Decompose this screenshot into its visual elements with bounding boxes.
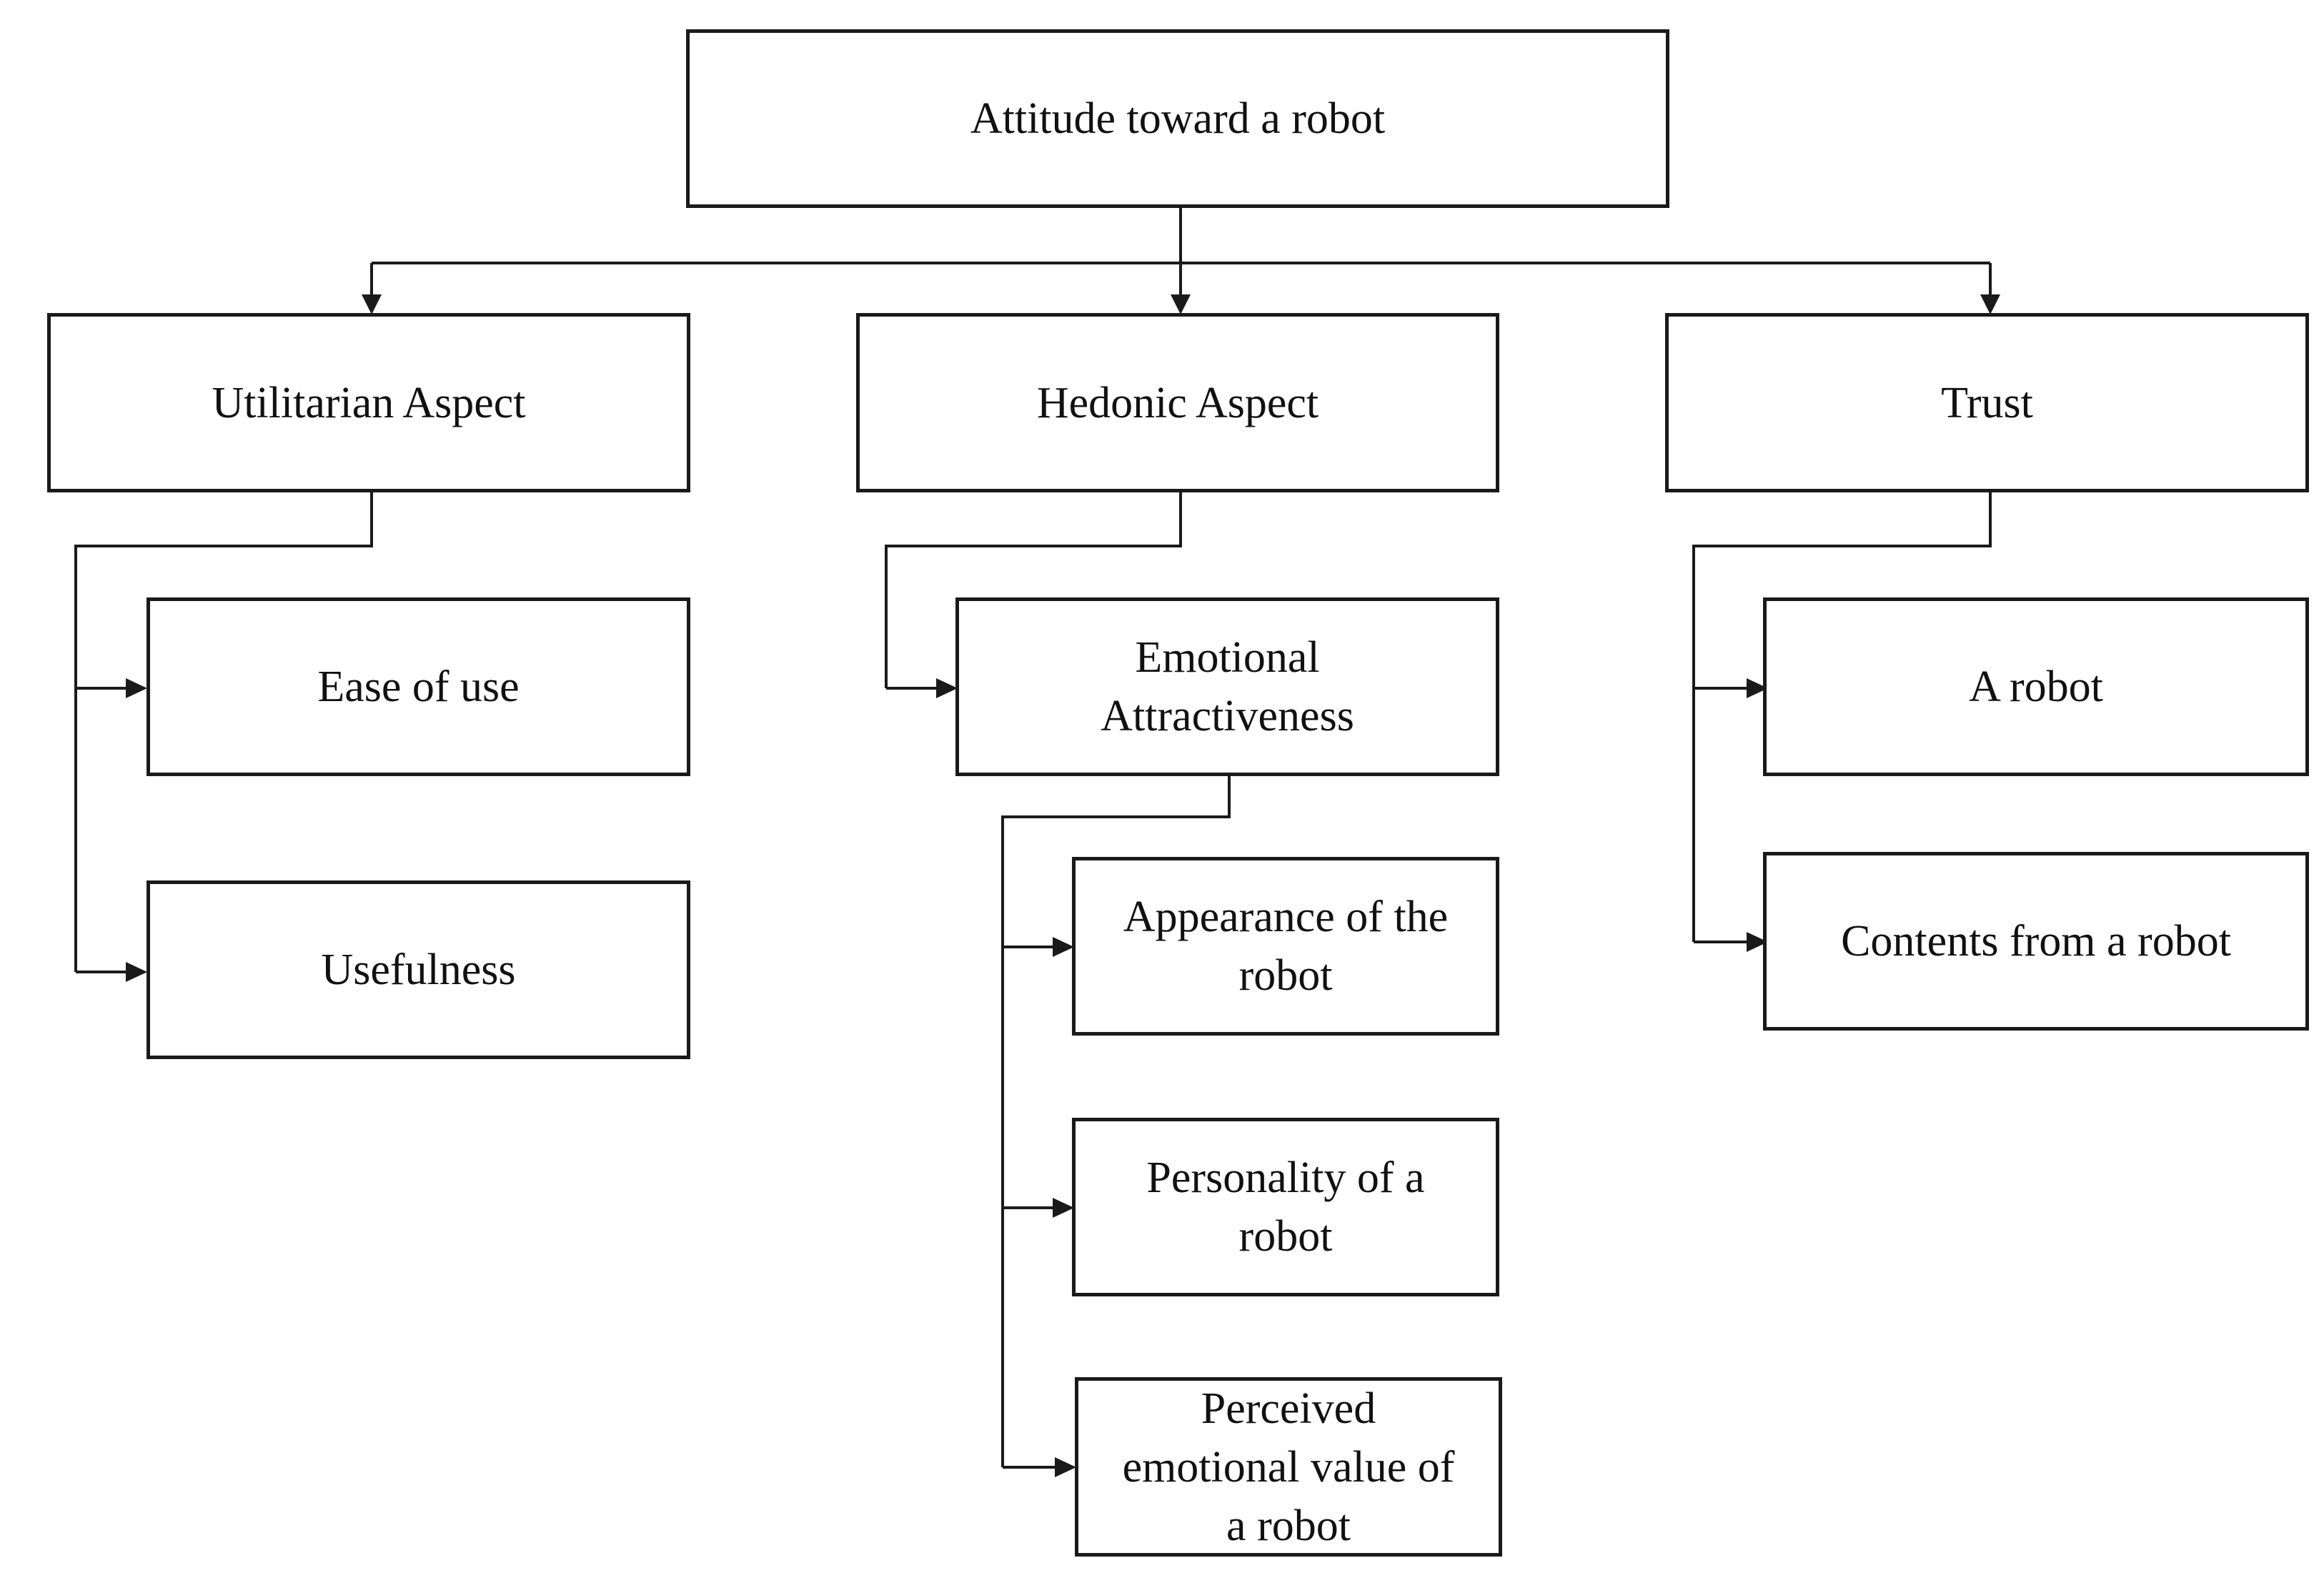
node-usefulness: Usefulness — [147, 880, 690, 1059]
emotional-trunk-line — [1001, 776, 1231, 1467]
hedonic-trunk-line — [885, 492, 1182, 688]
appearance-label: Appearance of the robot — [1123, 893, 1449, 1000]
trust-label: Trust — [1941, 378, 2033, 427]
utilitarian-trunk-line — [74, 492, 373, 972]
arrowhead-emotional — [936, 678, 958, 698]
a-robot-label: A robot — [1969, 663, 2103, 711]
arrowhead-appearance — [1053, 937, 1074, 957]
node-perceived-emotional-value: Perceived emotional value of a robot — [1075, 1377, 1502, 1557]
trust-trunk-line — [1692, 492, 1992, 942]
ease-of-use-label: Ease of use — [317, 663, 520, 711]
arrowhead-hedonic — [1171, 294, 1191, 314]
contents-from-robot-label: Contents from a robot — [1841, 917, 2231, 966]
arrowhead-trust — [1980, 294, 2000, 314]
node-contents-from-robot: Contents from a robot — [1763, 852, 2309, 1031]
arrowhead-a-robot — [1747, 678, 1768, 698]
perceived-emotional-value-label: Perceived emotional value of a robot — [1122, 1384, 1455, 1550]
arrowhead-utilitarian — [362, 294, 382, 314]
usefulness-label: Usefulness — [321, 946, 516, 994]
arrowhead-perceived-value — [1055, 1457, 1076, 1477]
arrowhead-contents — [1747, 932, 1768, 952]
emotional-attractiveness-label: Emotional Attractiveness — [1101, 633, 1354, 740]
root-node-attitude: Attitude toward a robot — [686, 29, 1669, 208]
utilitarian-label: Utilitarian Aspect — [212, 378, 526, 427]
root-node-label: Attitude toward a robot — [970, 94, 1386, 143]
node-appearance-of-robot: Appearance of the robot — [1072, 857, 1499, 1036]
arrowhead-ease-of-use — [126, 678, 147, 698]
personality-label: Personality of a robot — [1146, 1153, 1425, 1261]
node-a-robot: A robot — [1763, 597, 2309, 776]
node-utilitarian-aspect: Utilitarian Aspect — [47, 313, 690, 492]
node-ease-of-use: Ease of use — [147, 597, 690, 776]
hedonic-label: Hedonic Aspect — [1036, 378, 1319, 427]
node-trust: Trust — [1665, 313, 2309, 492]
node-emotional-attractiveness: Emotional Attractiveness — [955, 597, 1499, 776]
node-hedonic-aspect: Hedonic Aspect — [856, 313, 1499, 492]
node-personality-of-robot: Personality of a robot — [1072, 1118, 1499, 1296]
arrowhead-personality — [1053, 1198, 1074, 1218]
arrowhead-usefulness — [126, 962, 147, 982]
